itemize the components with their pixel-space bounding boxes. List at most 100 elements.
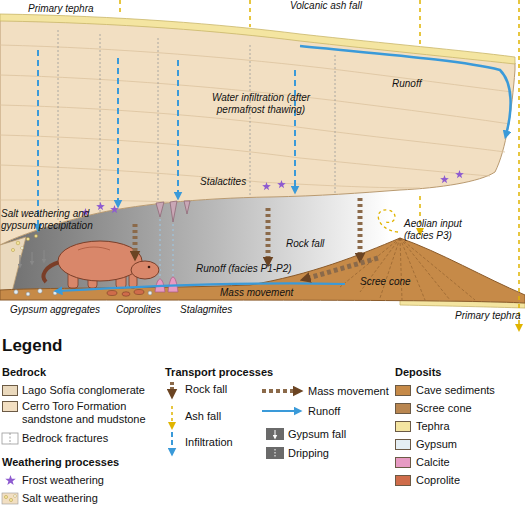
legend-label: Frost weathering xyxy=(22,474,152,487)
salt-weathering xyxy=(26,237,29,240)
rock-fall-arrow xyxy=(135,198,360,262)
legend-swatch xyxy=(2,385,18,396)
rock-fall-arrow xyxy=(358,198,363,258)
gypsum-aggregates xyxy=(14,290,18,294)
ground-sloth xyxy=(44,262,60,282)
legend-symbol xyxy=(171,432,173,452)
legend-label: Scree cone xyxy=(416,402,521,415)
legend-swatch xyxy=(395,457,411,468)
stalactites xyxy=(156,201,190,222)
aeolian-input xyxy=(378,210,398,232)
aeolian-input xyxy=(378,210,398,232)
gypsum-fall xyxy=(20,250,44,266)
ash-fall-arrow xyxy=(419,0,421,48)
infiltration-arrow xyxy=(38,50,295,228)
frost-weathering-star xyxy=(81,170,464,216)
annotation-label: Coprolites xyxy=(116,304,176,316)
legend-label: Coprolite xyxy=(416,474,521,487)
gypsum-fall xyxy=(43,250,44,261)
legend-symbol xyxy=(266,447,284,459)
bedrock-fractures xyxy=(250,45,251,197)
bedrock-overhang xyxy=(0,200,170,202)
legend-symbol xyxy=(171,406,173,426)
dripping xyxy=(160,219,173,282)
infiltration-arrow xyxy=(177,60,179,196)
runoff-arrow xyxy=(58,46,511,291)
annotation-label: Volcanic ash fall xyxy=(290,0,410,12)
legend-symbol xyxy=(275,449,276,457)
legend-swatch xyxy=(395,439,411,450)
legend-symbol xyxy=(2,433,18,444)
legend-symbol xyxy=(262,389,298,393)
legend-swatch xyxy=(2,401,18,412)
bedrock-fractures xyxy=(58,30,59,222)
ground-sloth xyxy=(78,247,110,250)
legend-swatch xyxy=(395,403,411,414)
bedrock-overhang xyxy=(0,237,26,294)
legend-heading: Transport processes xyxy=(165,366,315,379)
cave-sediments xyxy=(0,238,525,303)
annotation-label: Aeolian input (facies P3) xyxy=(404,218,486,242)
legend-label: Cave sediments xyxy=(416,384,521,397)
bedrock-overhang xyxy=(0,75,510,124)
legend-swatch xyxy=(395,475,411,486)
gypsum-fall xyxy=(19,255,20,266)
annotation-label: Primary tephra xyxy=(28,3,138,15)
ash-fall-arrow xyxy=(119,0,121,13)
infiltration-arrow xyxy=(294,70,296,190)
salt-weathering xyxy=(11,248,14,251)
bedrock-overhang xyxy=(0,135,490,176)
salt-weathering xyxy=(21,247,24,250)
legend-symbol xyxy=(262,410,298,412)
legend-label: Lago Sofía conglomerate xyxy=(22,384,157,397)
annotation-label: Water infiltration (after permafrost tha… xyxy=(196,92,326,116)
legend-label: Gypsum xyxy=(416,438,521,451)
legend-symbol xyxy=(266,428,284,440)
legend-heading: Weathering processes xyxy=(2,456,152,469)
legend-label: Cerro Toro Formation sandstone and mudst… xyxy=(22,400,147,426)
legend-label: Mass movement xyxy=(308,385,393,398)
ash-fall-arrow xyxy=(120,0,519,328)
legend-symbol xyxy=(5,475,16,485)
legend-label: Bedrock fractures xyxy=(22,432,152,445)
frost-weathering-star xyxy=(440,175,449,183)
bedrock-fractures xyxy=(158,38,159,202)
gypsum-aggregates xyxy=(148,291,152,295)
legend-swatch xyxy=(395,385,411,396)
legend-heading: Deposits xyxy=(395,366,515,379)
annotation-label: Primary tephra xyxy=(455,310,525,322)
bedrock-fractures xyxy=(335,55,336,195)
rock-fall-arrow xyxy=(133,224,138,256)
mass-movement-arrow xyxy=(305,258,378,279)
ground-sloth xyxy=(148,266,151,269)
stalactites xyxy=(156,201,190,222)
legend-label: Gypsum fall xyxy=(288,428,378,441)
legend-symbol xyxy=(275,430,276,437)
legend-label: Runoff xyxy=(308,405,393,418)
legend-label: Dripping xyxy=(288,447,378,460)
legend-label: Tephra xyxy=(416,420,521,433)
ground-sloth xyxy=(131,261,159,279)
legend-symbol xyxy=(4,495,7,498)
infiltration-arrow xyxy=(117,58,119,204)
runoff-arrow xyxy=(300,46,511,135)
coprolites xyxy=(107,291,117,296)
ground-sloth xyxy=(58,241,142,281)
tephra-layer xyxy=(0,14,525,308)
rock-fall-arrow xyxy=(266,208,271,262)
annotation-label: Scree cone xyxy=(360,276,430,288)
cave-sediments xyxy=(0,238,525,303)
ash-fall-arrow xyxy=(518,0,520,328)
tephra-layer xyxy=(0,14,515,64)
annotation-label: Rock fall xyxy=(286,238,346,250)
gypsum-aggregates xyxy=(53,291,57,295)
runoff-arrow xyxy=(58,283,345,291)
coprolites xyxy=(107,290,144,297)
annotation-label: Stalagmites xyxy=(180,304,250,316)
legend-label: Ash fall xyxy=(185,410,255,423)
legend-symbol xyxy=(9,498,12,501)
ground-sloth xyxy=(44,241,159,288)
legend-heading: Bedrock xyxy=(2,366,152,379)
mass-movement-arrow xyxy=(305,258,378,279)
annotation-label: Runoff (facies P1-P2) xyxy=(196,263,316,275)
